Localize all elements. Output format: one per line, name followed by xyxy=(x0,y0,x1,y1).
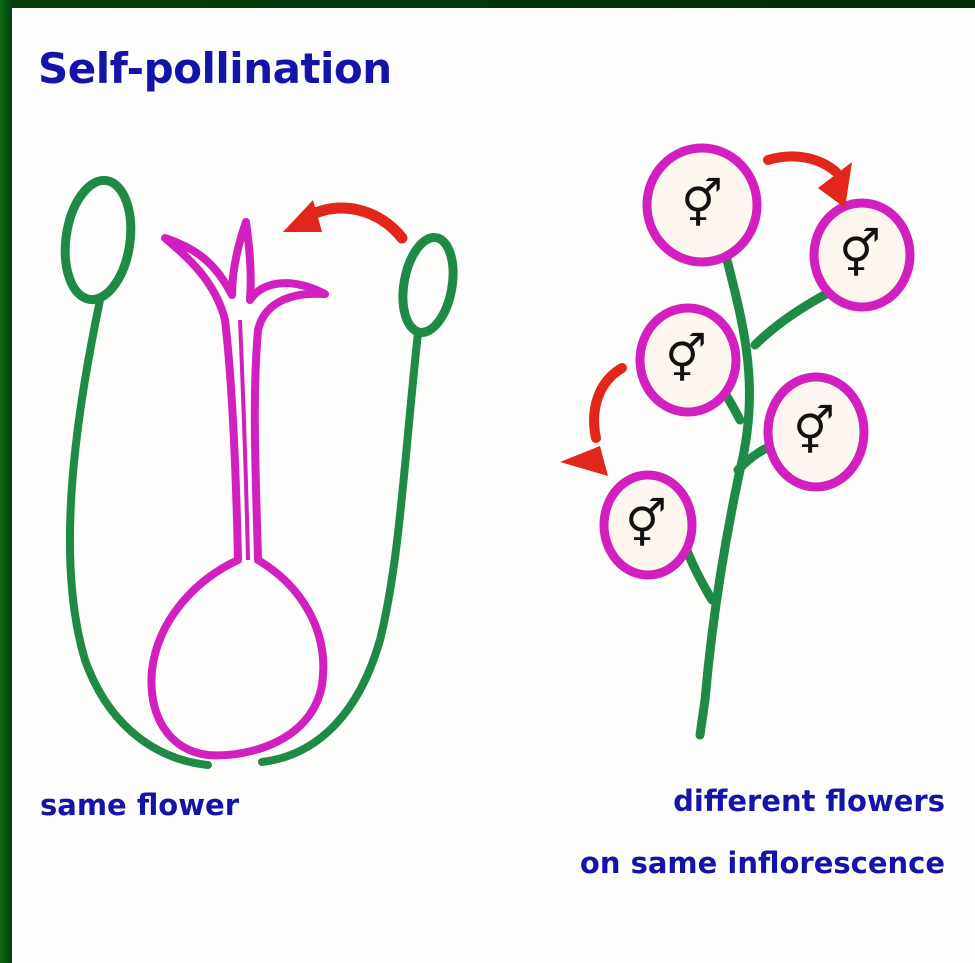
caption-different-flowers: different flowers xyxy=(673,784,945,818)
right-filament xyxy=(262,333,418,762)
branch-top-right xyxy=(755,292,830,345)
left-filament xyxy=(70,300,208,765)
flower-2: ⚥ xyxy=(814,203,910,307)
caption-same-flower: same flower xyxy=(40,788,239,822)
pollen-transfer-arrow-top xyxy=(768,156,836,172)
flower-1: ⚥ xyxy=(647,148,757,262)
caption-same-inflorescence: on same inflorescence xyxy=(580,846,945,880)
pollen-transfer-arrow-same-flower xyxy=(305,208,402,238)
same-flower-illustration xyxy=(58,176,460,765)
arrowhead-same-flower xyxy=(283,200,322,232)
hermaphrodite-symbol: ⚥ xyxy=(681,177,723,231)
right-anther xyxy=(396,234,460,337)
pollen-transfer-arrow-left xyxy=(594,368,622,438)
hermaphrodite-symbol: ⚥ xyxy=(665,332,707,386)
style-canal xyxy=(240,320,248,560)
flower-4: ⚥ xyxy=(768,377,864,487)
pistil xyxy=(151,222,325,755)
hermaphrodite-symbol: ⚥ xyxy=(839,227,881,281)
hermaphrodite-symbol: ⚥ xyxy=(625,497,667,551)
flower-5: ⚥ xyxy=(604,475,692,575)
flower-3: ⚥ xyxy=(640,308,736,412)
hermaphrodite-symbol: ⚥ xyxy=(793,404,835,458)
arrowhead-left xyxy=(560,446,608,476)
left-anther xyxy=(58,176,138,304)
inflorescence-illustration: ⚥ ⚥ ⚥ ⚥ ⚥ xyxy=(560,148,910,735)
